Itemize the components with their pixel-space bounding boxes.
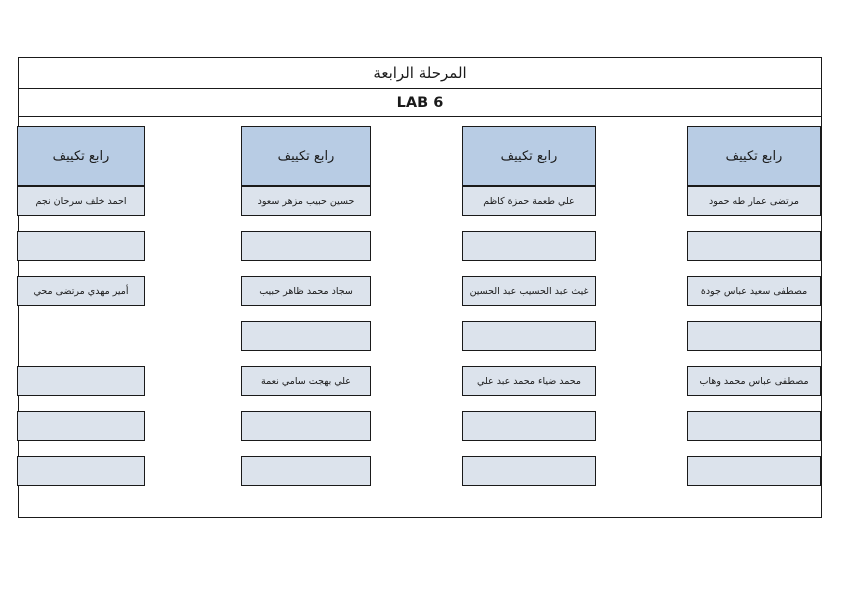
student-name: مرتضى عمار طه حمود xyxy=(709,195,799,207)
column-header-label: رابع تكييف xyxy=(52,148,110,164)
student-name: أمير مهدي مرتضى محي xyxy=(33,285,129,297)
student-cell[interactable] xyxy=(462,321,596,351)
student-cell[interactable] xyxy=(241,456,371,486)
student-cell[interactable] xyxy=(462,411,596,441)
sheet-title-row: المرحلة الرابعة xyxy=(19,58,821,89)
student-name: مصطفى سعيد عباس جودة xyxy=(700,285,808,297)
column-header-label: رابع تكييف xyxy=(725,148,783,164)
student-cell[interactable] xyxy=(17,456,145,486)
student-cell[interactable] xyxy=(687,231,821,261)
column-header-1: رابع تكييف xyxy=(687,126,821,186)
student-name: حسين حبيب مزهر سعود xyxy=(257,195,355,207)
student-cell[interactable] xyxy=(687,456,821,486)
empty-slot xyxy=(17,321,145,351)
student-cell[interactable] xyxy=(462,456,596,486)
column-header-4: رابع تكييف xyxy=(17,126,145,186)
student-name: علي طعمة حمزة كاظم xyxy=(483,195,575,207)
student-cell[interactable]: علي طعمة حمزة كاظم xyxy=(462,186,596,216)
student-cell[interactable]: أمير مهدي مرتضى محي xyxy=(17,276,145,306)
page-title: المرحلة الرابعة xyxy=(373,63,467,82)
student-name: سجاد محمد ظاهر حبيب xyxy=(259,285,353,297)
student-column-3: رابع تكييف حسين حبيب مزهر سعود سجاد محمد… xyxy=(241,126,371,486)
student-cell[interactable]: احمد خلف سرحان نجم xyxy=(17,186,145,216)
student-cell[interactable] xyxy=(241,321,371,351)
student-column-1: رابع تكييف مرتضى عمار طه حمود مصطفى سعيد… xyxy=(687,126,821,486)
student-cell[interactable] xyxy=(241,231,371,261)
student-cell[interactable] xyxy=(687,321,821,351)
attendance-sheet-table: المرحلة الرابعة LAB 6 رابع تكييف مرتضى ع… xyxy=(17,57,822,518)
sheet-lab-row: LAB 6 xyxy=(19,89,821,117)
student-name: احمد خلف سرحان نجم xyxy=(35,195,127,207)
student-column-4: رابع تكييف احمد خلف سرحان نجم أمير مهدي … xyxy=(17,126,145,486)
student-name: مصطفى عباس محمد وهاب xyxy=(699,375,809,387)
student-name: علي بهجت سامي نعمة xyxy=(261,375,351,387)
column-header-label: رابع تكييف xyxy=(500,148,558,164)
student-cell[interactable]: علي بهجت سامي نعمة xyxy=(241,366,371,396)
student-cell[interactable]: مصطفى عباس محمد وهاب xyxy=(687,366,821,396)
student-name: محمد ضياء محمد عبد علي xyxy=(476,375,582,387)
student-cell[interactable] xyxy=(462,231,596,261)
lab-label: LAB 6 xyxy=(396,94,444,111)
student-cell[interactable]: مرتضى عمار طه حمود xyxy=(687,186,821,216)
student-cell[interactable]: حسين حبيب مزهر سعود xyxy=(241,186,371,216)
student-cell[interactable] xyxy=(17,366,145,396)
student-cell[interactable]: محمد ضياء محمد عبد علي xyxy=(462,366,596,396)
student-column-2: رابع تكييف علي طعمة حمزة كاظم غيث عبد ال… xyxy=(462,126,596,486)
column-header-3: رابع تكييف xyxy=(241,126,371,186)
student-cell[interactable] xyxy=(17,231,145,261)
student-name: غيث عبد الحسيب عبد الحسين xyxy=(469,285,589,297)
student-cell[interactable]: مصطفى سعيد عباس جودة xyxy=(687,276,821,306)
student-cell[interactable]: سجاد محمد ظاهر حبيب xyxy=(241,276,371,306)
student-cell[interactable] xyxy=(687,411,821,441)
student-cell[interactable]: غيث عبد الحسيب عبد الحسين xyxy=(462,276,596,306)
student-cell[interactable] xyxy=(241,411,371,441)
column-header-2: رابع تكييف xyxy=(462,126,596,186)
student-columns-grid: رابع تكييف مرتضى عمار طه حمود مصطفى سعيد… xyxy=(17,118,821,517)
column-header-label: رابع تكييف xyxy=(277,148,335,164)
student-cell[interactable] xyxy=(17,411,145,441)
